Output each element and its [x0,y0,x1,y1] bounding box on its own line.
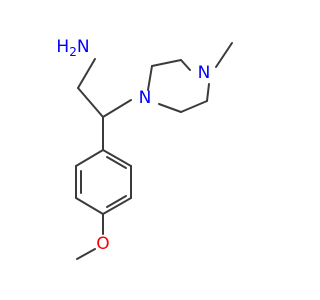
bond-pip-n4-c5 [206,83,210,102]
bond-pip-c2-c3 [151,59,182,67]
bond-oxygen-methyl [76,248,96,260]
bonds [75,42,233,260]
piperazine-nitrogen-1-label: N [139,88,152,108]
bond-n4-methyl [215,42,233,68]
bond-ch2-ch [77,87,104,118]
methoxy-oxygen-label: O [96,234,109,254]
bond-pip-n1-c2 [147,65,153,91]
bond-amine-ch2 [77,58,96,89]
bond-ar-c3-c4 [75,197,104,215]
bond-pip-c6-n1 [158,103,182,113]
bond-ch-piperazine-n [102,99,132,118]
chemical-structure-diagram: H2N N N O [56,37,233,260]
bond-pip-c5-c6 [180,100,208,113]
bond-ar-inner-3 [106,156,127,169]
amine-label: H2N [56,37,89,59]
bond-ar-inner-2 [106,195,127,208]
bond-ar-c6-c1 [102,149,132,167]
bond-ar-c1-c2 [75,149,104,167]
bond-pip-c3-n4 [180,59,191,71]
atom-labels: H2N N N O [56,37,210,254]
bond-ar-c4-c5 [102,197,132,215]
piperazine-nitrogen-4-label: N [198,63,211,83]
